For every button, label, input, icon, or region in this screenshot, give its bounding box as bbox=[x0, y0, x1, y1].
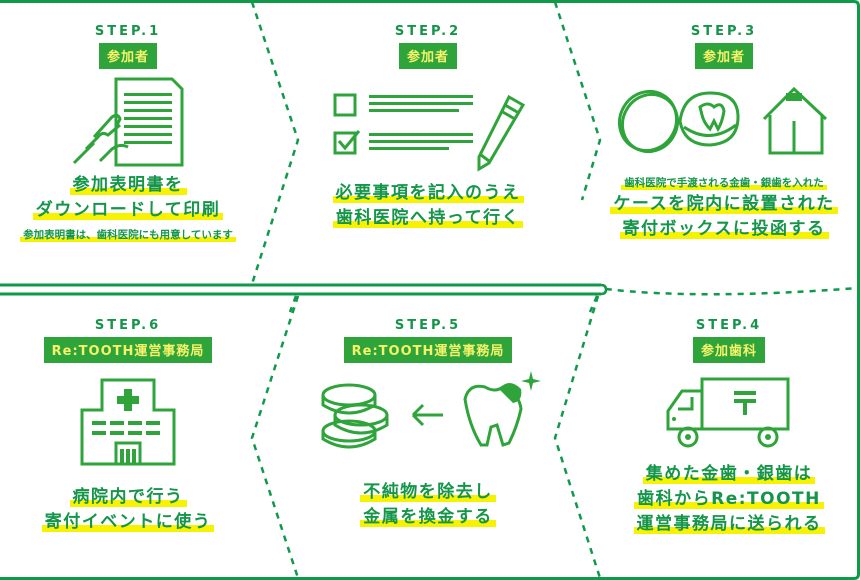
desc-line: 運営事務局に送られる bbox=[633, 512, 825, 537]
step-number: STEP.3 bbox=[690, 24, 758, 39]
desc-note: 参加表明書は、歯科医院にも用意しています bbox=[20, 226, 236, 244]
actor-badge: 参加者 bbox=[98, 43, 157, 69]
postal-truck-icon bbox=[666, 377, 790, 448]
actor-badge: 参加歯科 bbox=[692, 337, 765, 363]
actor-badge: Re:TOOTH運営事務局 bbox=[43, 337, 213, 363]
step-6: STEP.6 Re:TOOTH運営事務局 病院内で行う 寄付イベントに使う bbox=[8, 318, 248, 535]
tooth-to-coins-icon bbox=[321, 371, 541, 449]
step-4: STEP.4 参加歯科 集めた金歯・銀歯は 歯科からRe:TOOTH 運営事務局… bbox=[604, 318, 854, 537]
actor-badge: Re:TOOTH運営事務局 bbox=[343, 337, 513, 363]
desc-line: 集めた金歯・銀歯は bbox=[642, 462, 816, 487]
step-1: STEP.1 参加者 参加表明書を ダウンロードして印刷 参加表明書は、歯科医院… bbox=[8, 24, 248, 244]
desc-line: 歯科医院へ持って行く bbox=[332, 206, 524, 231]
actor-badge: 参加者 bbox=[398, 43, 457, 69]
desc-line: ダウンロードして印刷 bbox=[32, 198, 224, 223]
desc-line: 病院内で行う bbox=[69, 485, 187, 510]
step-number: STEP.4 bbox=[695, 318, 763, 333]
step-2: STEP.2 参加者 必要事項を記入のうえ 歯科医院へ持って行く bbox=[308, 24, 548, 231]
desc-line: 金属を換金する bbox=[360, 505, 496, 530]
actor-badge: 参加者 bbox=[694, 43, 753, 69]
hospital-icon bbox=[80, 378, 176, 466]
checklist-pencil-icon bbox=[333, 93, 526, 172]
step-number: STEP.1 bbox=[94, 24, 162, 39]
desc-line: 寄付ボックスに投函する bbox=[619, 217, 829, 242]
desc-line: 必要事項を記入のうえ bbox=[332, 181, 524, 206]
desc-note: 歯科医院で手渡される金歯・銀歯を入れた bbox=[621, 174, 827, 192]
step-5: STEP.5 Re:TOOTH運営事務局 不純物を除去し 金属を換金する bbox=[308, 318, 548, 530]
step-number: STEP.6 bbox=[94, 318, 162, 333]
desc-line: 参加表明書を bbox=[69, 173, 187, 198]
desc-line: 不純物を除去し bbox=[360, 480, 496, 505]
document-in-hand-icon bbox=[72, 77, 184, 167]
tooth-case-and-donation-box-icon bbox=[617, 86, 828, 155]
desc-line: ケースを院内に設置された bbox=[610, 192, 838, 217]
step-number: STEP.2 bbox=[394, 24, 462, 39]
desc-line: 歯科からRe:TOOTH bbox=[634, 487, 824, 512]
step-3: STEP.3 参加者 歯科医院で手渡される金歯・銀歯を入れた ケースを院内に設置… bbox=[594, 24, 854, 242]
step-number: STEP.5 bbox=[394, 318, 462, 333]
desc-line: 寄付イベントに使う bbox=[41, 510, 215, 535]
